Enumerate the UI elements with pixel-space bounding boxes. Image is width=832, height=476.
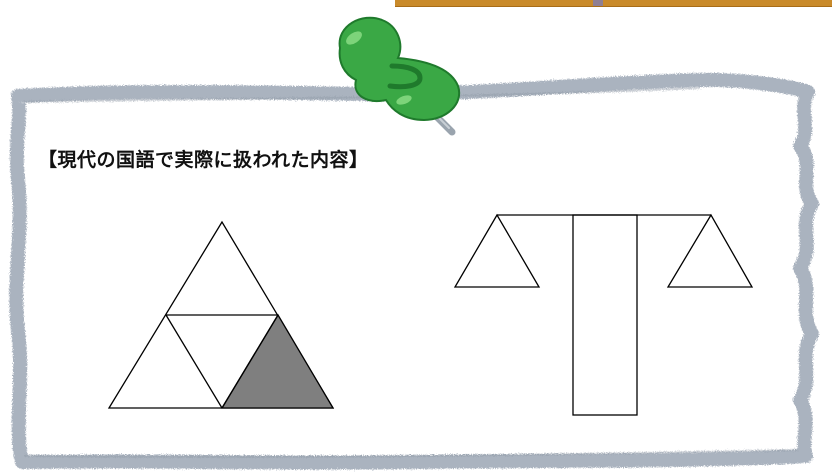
inner-line-left (165, 314, 223, 409)
right-pan-triangle (666, 213, 754, 288)
left-pan-triangle (453, 213, 541, 288)
scale-post (572, 214, 638, 416)
frame-outline-inner-texture (23, 87, 799, 458)
frame-outline (9, 72, 819, 470)
pin-head (338, 16, 461, 122)
top-strip-notch (593, 0, 603, 6)
scale-figure (453, 213, 754, 416)
top-edge-strip (395, 0, 832, 7)
inner-line-right (221, 314, 279, 409)
caption-title: 【現代の国語で実際に扱われた内容】 (38, 149, 369, 171)
triangle-figure (107, 220, 335, 409)
